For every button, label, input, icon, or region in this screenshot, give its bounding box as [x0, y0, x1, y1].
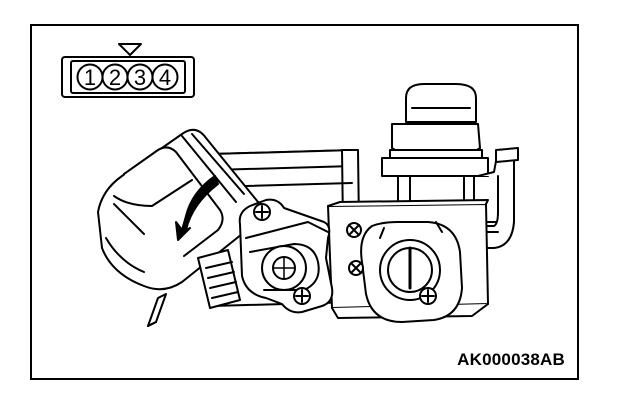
connector-key-triangle: [118, 43, 142, 56]
connector-pin-3: 3: [126, 63, 154, 91]
front-sensor: [238, 198, 334, 314]
right-sensor: [360, 221, 463, 323]
pin-number-1: 1: [84, 65, 96, 90]
sensor-connector-plug: [197, 249, 241, 309]
valve-cap: [405, 83, 477, 123]
reference-code: AK000038AB: [457, 350, 565, 369]
throttle-body-illustration: 1 2 3 4: [61, 43, 519, 327]
connector-pin-4: 4: [151, 63, 179, 91]
connector-pin-2: 2: [101, 63, 129, 91]
idle-control-valve: [381, 83, 519, 249]
diagram-frame: 1 2 3 4: [30, 24, 579, 380]
connector-pin-1: 1: [76, 63, 104, 91]
throttle-shaft: [147, 293, 167, 327]
screw-icon: [253, 203, 437, 305]
curved-arrow-icon: [175, 175, 219, 241]
connector-pinout: 1 2 3 4: [61, 43, 195, 98]
diaphragm-actuator: [97, 128, 261, 291]
coolant-pipe: [477, 149, 515, 249]
pin-number-3: 3: [134, 65, 146, 90]
pin-number-4: 4: [159, 65, 171, 90]
pin-number-2: 2: [109, 65, 121, 90]
